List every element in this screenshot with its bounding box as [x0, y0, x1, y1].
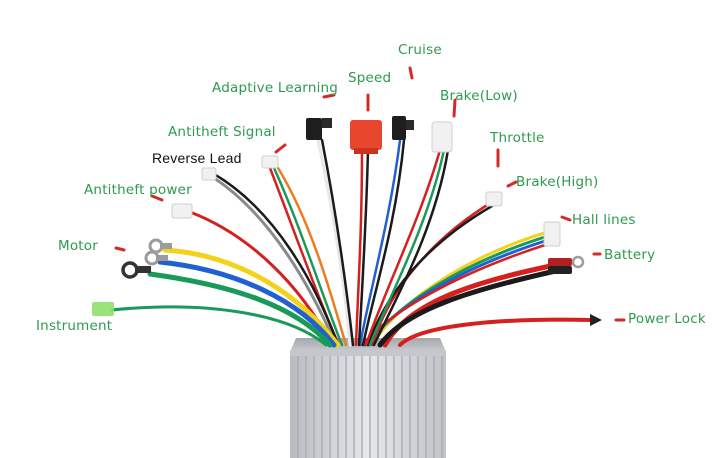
label-antitheft-power: Antitheft power [84, 182, 192, 198]
wire-throttle-black [372, 148, 450, 347]
label-brake-high: Brake(High) [516, 174, 599, 190]
label-speed: Speed [348, 70, 392, 86]
label-cruise: Cruise [398, 42, 442, 58]
hall-lines-pointer [560, 215, 572, 222]
hall-lines-connector-icon [543, 221, 561, 247]
wire-throttle-red [364, 148, 442, 347]
wire-power-lock-red [398, 317, 592, 347]
wire-instrument-green [110, 305, 328, 347]
wire-bundle [110, 138, 592, 348]
wire-reverse-lead-black [212, 172, 340, 347]
brake-high-pointer [506, 180, 518, 188]
wire-throttle-green [368, 148, 446, 347]
wire-battery-black [377, 267, 563, 348]
label-power-lock: Power Lock [628, 311, 706, 327]
label-motor: Motor [58, 238, 99, 254]
wire-hall-yellow [370, 230, 550, 347]
wire-antitheft-signal-green [272, 166, 344, 347]
label-reverse-lead: Reverse Lead [152, 150, 242, 166]
wire-speed-black [357, 148, 370, 347]
wire-brake-low-black [361, 138, 406, 347]
wire-motor-blue [157, 259, 337, 348]
wire-speed-red [354, 148, 364, 347]
label-battery: Battery [604, 247, 656, 263]
label-brake-low: Brake(Low) [440, 88, 518, 104]
pointer-marks [114, 66, 626, 322]
antitheft-signal-pointer [274, 143, 287, 154]
label-adaptive-learning: Adaptive Learning [212, 80, 339, 96]
cruise-pointer [408, 66, 414, 80]
wire-reverse-lead-gray [212, 176, 338, 347]
brake-high-connector-icon [485, 191, 503, 207]
label-antitheft-signal: Antitheft Signal [168, 124, 276, 140]
adaptive-learning-pointer [322, 93, 336, 99]
antitheft-power-connector-icon [171, 203, 193, 219]
power-lock-connector-icon [590, 314, 602, 326]
controller-box [290, 338, 446, 458]
adaptive-learning-connector-icon [306, 118, 332, 140]
connectors [92, 116, 602, 326]
speed-connector-icon [350, 120, 382, 154]
wire-antitheft-signal-orange [276, 166, 348, 347]
wire-adaptive-white [316, 138, 352, 347]
instrument-connector-icon [92, 302, 114, 316]
cruise-connector-icon [392, 116, 414, 140]
label-hall-lines: Hall lines [572, 212, 636, 228]
antitheft-signal-connector-icon [261, 155, 279, 169]
wire-brake-high-black [366, 204, 494, 347]
label-instrument: Instrument [36, 318, 113, 334]
throttle-connector-icon [431, 121, 453, 153]
antitheft-power-pointer [150, 194, 164, 202]
wire-motor-green [147, 271, 333, 348]
motor-ring-terminal-icon [121, 238, 172, 279]
battery-terminal-icon [548, 255, 585, 274]
wire-brake-low-blue [358, 138, 402, 347]
wire-motor-yellow [162, 247, 341, 348]
label-throttle: Throttle [490, 130, 545, 146]
reverse-lead-connector-icon [201, 167, 217, 181]
brake-low-pointer [452, 98, 457, 118]
wire-adaptive-black [320, 138, 355, 347]
motor-pointer [114, 246, 126, 252]
